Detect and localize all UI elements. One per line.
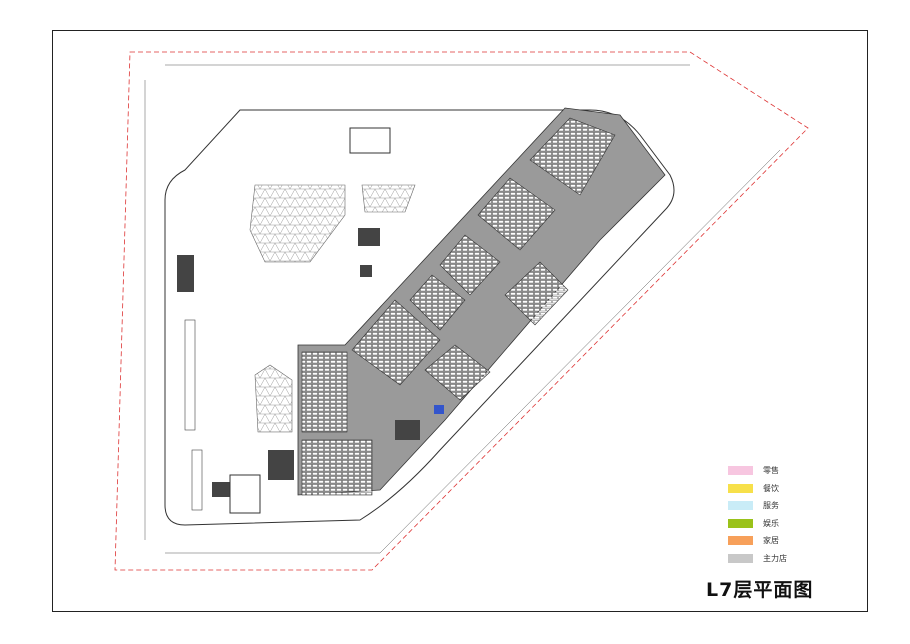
drawing-title: L7层平面图: [706, 579, 814, 601]
drawing-frame: [52, 30, 868, 612]
site-boundary: [114, 51, 809, 571]
legend: 零售 餐饮 服务 娱乐 家居 主力店: [728, 462, 787, 567]
roof-structure: [349, 127, 391, 154]
legend-label: 餐饮: [763, 483, 779, 493]
skylight-1: [249, 184, 346, 263]
legend-label: 娱乐: [763, 518, 779, 528]
legend-item-service: 服务: [728, 497, 787, 515]
legend-label: 主力店: [763, 553, 787, 563]
legend-label: 家居: [763, 536, 779, 546]
legend-swatch: [728, 483, 753, 493]
structure-box: [229, 474, 261, 514]
legend-swatch: [728, 518, 753, 528]
cinema-block: [297, 107, 666, 496]
legend-swatch: [728, 536, 753, 546]
legend-swatch: [728, 501, 753, 511]
auditoriums: [301, 117, 616, 496]
legend-label: 零售: [763, 466, 779, 476]
legend-label: 服务: [763, 501, 779, 511]
dimension-lines: [144, 64, 781, 554]
legend-item-entertainment: 娱乐: [728, 515, 787, 533]
legend-item-dining: 餐饮: [728, 480, 787, 498]
legend-swatch: [728, 466, 753, 476]
blue-room: [434, 405, 444, 414]
legend-item-retail: 零售: [728, 462, 787, 480]
skylight-3: [254, 364, 293, 433]
legend-item-anchor-store: 主力店: [728, 550, 787, 568]
building-outline: [164, 109, 675, 526]
column-row: [184, 319, 203, 511]
core-blocks: [177, 228, 420, 497]
skylight-2: [361, 184, 416, 213]
legend-swatch: [728, 553, 753, 563]
legend-item-home: 家居: [728, 532, 787, 550]
